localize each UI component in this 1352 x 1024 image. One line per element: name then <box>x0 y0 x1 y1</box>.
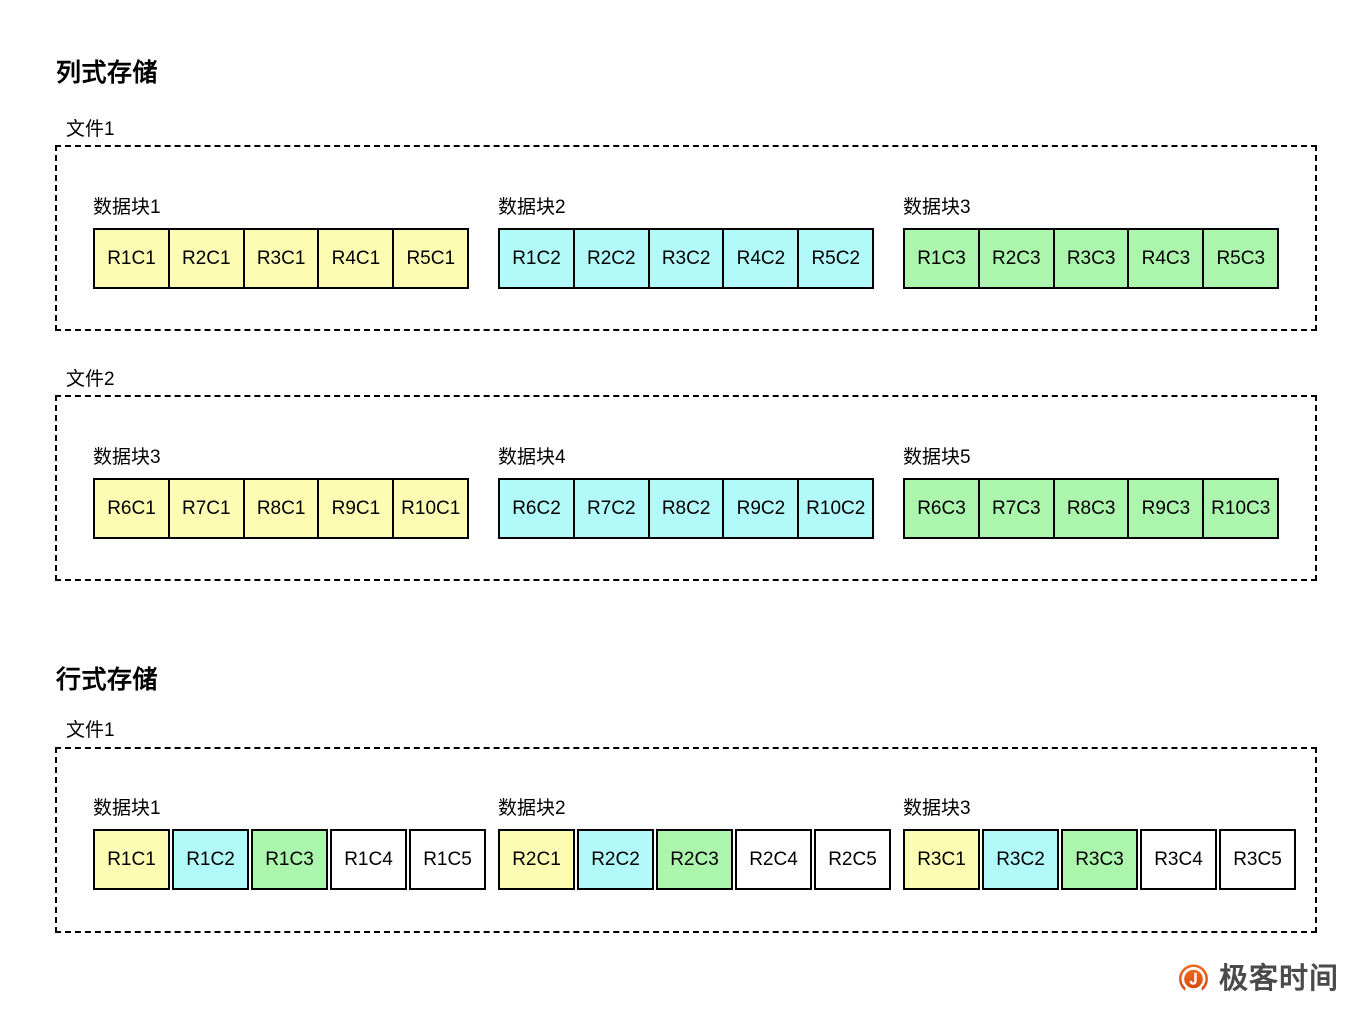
section-title-row: 行式存储 <box>56 666 159 694</box>
brand-logo-text: 极客时间 <box>1219 963 1340 995</box>
data-cell[interactable]: R10C2 <box>797 478 875 539</box>
data-cell[interactable]: R7C3 <box>977 478 1055 539</box>
cell-row: R2C1 R2C2 R2C3 R2C4 R2C5 <box>498 829 891 890</box>
data-cell[interactable]: R3C3 <box>1052 228 1130 289</box>
cell-row: R1C2 R2C2 R3C2 R4C2 R5C2 <box>498 228 875 289</box>
file-label-columnar-file2: 文件2 <box>66 369 115 390</box>
data-cell[interactable]: R1C4 <box>330 829 407 890</box>
cell-row: R6C1 R7C1 R8C1 R9C1 R10C1 <box>93 478 470 539</box>
data-cell[interactable]: R1C1 <box>93 228 170 289</box>
data-cell[interactable]: R2C2 <box>577 829 654 890</box>
data-block-title: 数据块3 <box>903 197 971 218</box>
data-cell[interactable]: R3C1 <box>903 829 980 890</box>
file-container-row-file1 <box>55 747 1317 933</box>
data-block-c1-3: 数据块3 R1C3 R2C3 R3C3 R4C3 R5C3 <box>903 197 1280 289</box>
data-block-title: 数据块2 <box>498 197 566 218</box>
cell-row: R3C1 R3C2 R3C3 R3C4 R3C5 <box>903 829 1296 890</box>
data-cell[interactable]: R2C1 <box>498 829 575 890</box>
data-block-c2-1: 数据块3 R6C1 R7C1 R8C1 R9C1 R10C1 <box>93 447 470 539</box>
data-cell[interactable]: R10C1 <box>392 478 470 539</box>
data-cell[interactable]: R3C1 <box>242 228 320 289</box>
file-label-row-file1: 文件1 <box>66 720 115 741</box>
data-cell[interactable]: R1C2 <box>498 228 575 289</box>
data-cell[interactable]: R7C2 <box>572 478 650 539</box>
data-cell[interactable]: R9C2 <box>722 478 800 539</box>
data-cell[interactable]: R5C2 <box>797 228 875 289</box>
data-cell[interactable]: R6C3 <box>903 478 980 539</box>
data-cell[interactable]: R4C1 <box>317 228 395 289</box>
data-cell[interactable]: R3C2 <box>647 228 725 289</box>
data-cell[interactable]: R5C3 <box>1202 228 1280 289</box>
data-cell[interactable]: R9C3 <box>1127 478 1205 539</box>
data-block-title: 数据块2 <box>498 798 566 819</box>
data-cell[interactable]: R3C5 <box>1219 829 1296 890</box>
data-block-r1-2: 数据块2 R2C1 R2C2 R2C3 R2C4 R2C5 <box>498 798 891 890</box>
geektime-logo-icon <box>1179 964 1208 991</box>
cell-row: R1C1 R1C2 R1C3 R1C4 R1C5 <box>93 829 486 890</box>
data-cell[interactable]: R8C2 <box>647 478 725 539</box>
data-block-c1-1: 数据块1 R1C1 R2C1 R3C1 R4C1 R5C1 <box>93 197 470 289</box>
data-block-title: 数据块3 <box>903 798 971 819</box>
data-block-c1-2: 数据块2 R1C2 R2C2 R3C2 R4C2 R5C2 <box>498 197 875 289</box>
data-cell[interactable]: R2C5 <box>814 829 891 890</box>
data-cell[interactable]: R5C1 <box>392 228 470 289</box>
section-title-columnar: 列式存储 <box>56 59 159 87</box>
data-cell[interactable]: R10C3 <box>1202 478 1280 539</box>
file-container-columnar-file2 <box>55 395 1317 581</box>
data-cell[interactable]: R2C3 <box>656 829 733 890</box>
data-cell[interactable]: R3C3 <box>1061 829 1138 890</box>
data-cell[interactable]: R2C2 <box>572 228 650 289</box>
data-cell[interactable]: R1C1 <box>93 829 170 890</box>
cell-row: R6C3 R7C3 R8C3 R9C3 R10C3 <box>903 478 1280 539</box>
data-cell[interactable]: R9C1 <box>317 478 395 539</box>
data-block-r1-3: 数据块3 R3C1 R3C2 R3C3 R3C4 R3C5 <box>903 798 1296 890</box>
data-block-title: 数据块4 <box>498 447 566 468</box>
data-cell[interactable]: R4C2 <box>722 228 800 289</box>
data-cell[interactable]: R3C4 <box>1140 829 1217 890</box>
data-block-c2-3: 数据块5 R6C3 R7C3 R8C3 R9C3 R10C3 <box>903 447 1280 539</box>
data-cell[interactable]: R8C1 <box>242 478 320 539</box>
brand-logo: 极客时间 <box>1177 963 1339 996</box>
cell-row: R1C3 R2C3 R3C3 R4C3 R5C3 <box>903 228 1280 289</box>
data-block-title: 数据块3 <box>93 447 161 468</box>
data-cell[interactable]: R6C1 <box>93 478 170 539</box>
data-cell[interactable]: R4C3 <box>1127 228 1205 289</box>
file-container-columnar-file1 <box>55 145 1317 331</box>
data-cell[interactable]: R7C1 <box>167 478 245 539</box>
data-cell[interactable]: R3C2 <box>982 829 1059 890</box>
cell-row: R6C2 R7C2 R8C2 R9C2 R10C2 <box>498 478 875 539</box>
data-cell[interactable]: R6C2 <box>498 478 575 539</box>
data-block-title: 数据块1 <box>93 197 161 218</box>
data-block-title: 数据块1 <box>93 798 161 819</box>
data-cell[interactable]: R1C3 <box>251 829 328 890</box>
cell-row: R1C1 R2C1 R3C1 R4C1 R5C1 <box>93 228 470 289</box>
data-cell[interactable]: R1C3 <box>903 228 980 289</box>
data-block-title: 数据块5 <box>903 447 971 468</box>
data-cell[interactable]: R2C4 <box>735 829 812 890</box>
data-block-r1-1: 数据块1 R1C1 R1C2 R1C3 R1C4 R1C5 <box>93 798 486 890</box>
data-block-c2-2: 数据块4 R6C2 R7C2 R8C2 R9C2 R10C2 <box>498 447 875 539</box>
data-cell[interactable]: R1C5 <box>409 829 486 890</box>
data-cell[interactable]: R8C3 <box>1052 478 1130 539</box>
file-label-columnar-file1: 文件1 <box>66 119 115 140</box>
data-cell[interactable]: R2C1 <box>167 228 245 289</box>
data-cell[interactable]: R2C3 <box>977 228 1055 289</box>
data-cell[interactable]: R1C2 <box>172 829 249 890</box>
